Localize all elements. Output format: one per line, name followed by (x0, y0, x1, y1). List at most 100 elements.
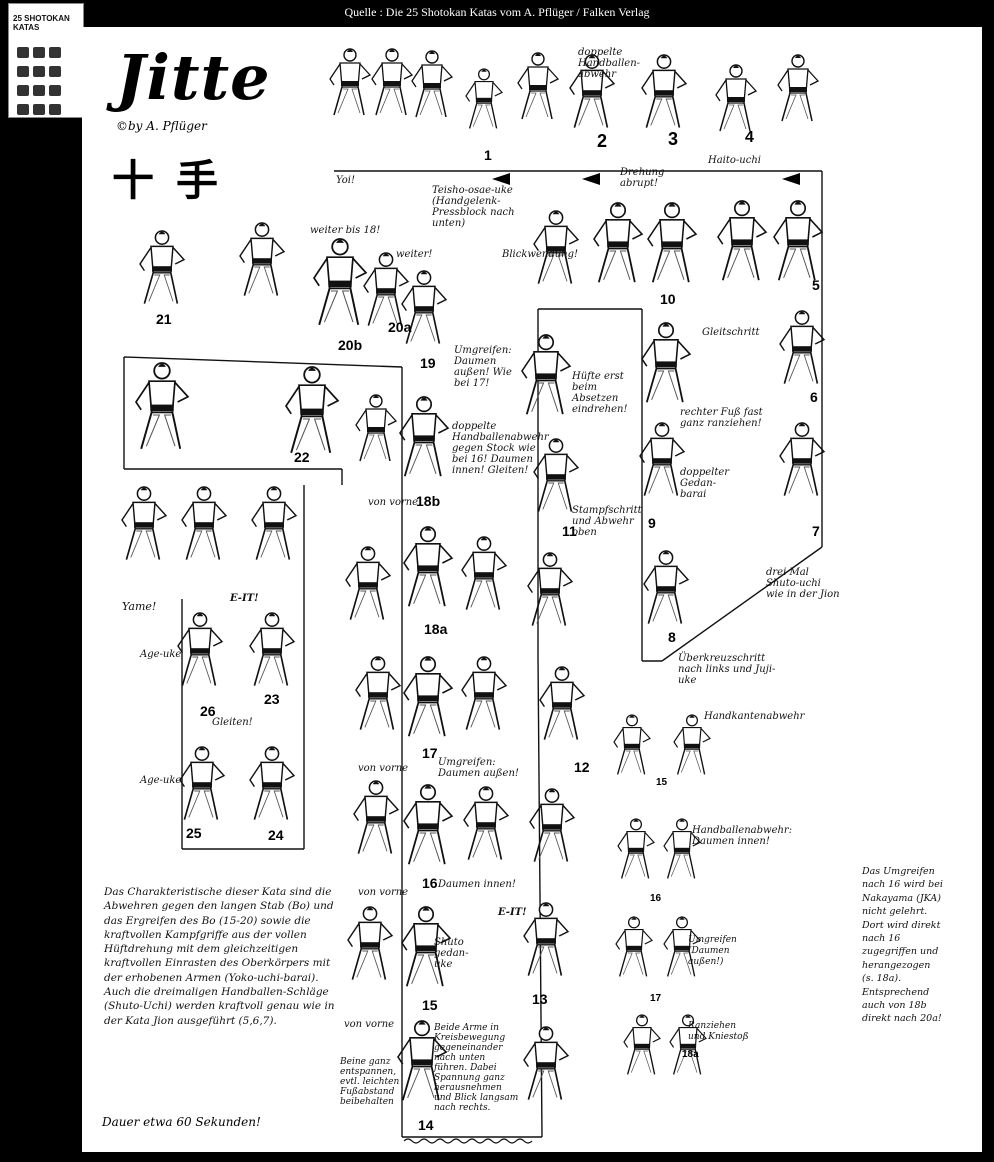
label-eit: E-IT! (230, 593, 258, 604)
label-beide-arme: Beide Arme in Kreisbewegung gegeneinande… (434, 1023, 520, 1113)
label-doppelte-18: doppelte Handballenabwehr gegen Stock wi… (452, 421, 548, 476)
karateka-figure (534, 211, 578, 284)
karateka-figure (778, 55, 818, 121)
move-number: 13 (532, 991, 548, 1007)
karateka-figure (372, 49, 412, 115)
karateka-figure (462, 537, 506, 610)
label-age-uke: Age-uke (140, 649, 181, 660)
label-shuto-gedan: Shuto gedan-uke (434, 937, 486, 970)
move-number: 18b (416, 493, 440, 509)
label-gedan: doppelter Gedan-barai (680, 467, 740, 500)
label-eit: E-IT! (498, 907, 526, 918)
label-blick: Blickwendung! (502, 249, 578, 260)
side-move-number: 18a (682, 1049, 699, 1060)
essay-text: Das Charakteristische dieser Kata sind d… (104, 885, 344, 1028)
karateka-figure (540, 667, 584, 740)
label-fuss: rechter Fuß fast ganz ranziehen! (680, 407, 766, 429)
move-number: 10 (660, 291, 676, 307)
karateka-figure (404, 657, 452, 736)
book-cover-thumbnail: 25 SHOTOKAN KATAS (8, 3, 84, 118)
move-number: 19 (420, 355, 436, 371)
label-drehung: Drehung abrupt! (620, 167, 672, 189)
label-von-vorne: von vorne (358, 887, 408, 898)
move-number: 25 (186, 825, 202, 841)
karateka-figure (524, 1027, 568, 1100)
karateka-figure (240, 223, 284, 296)
karateka-figure (462, 657, 506, 730)
label-ueberschlag: Überkreuzschritt nach links und Juji-uke (678, 653, 790, 686)
karateka-figure (412, 51, 452, 117)
direction-arrow (782, 173, 800, 185)
label-shuto-jion: drei Mal Shuto-uchi wie in der Jion (766, 567, 840, 600)
karateka-figure (182, 487, 226, 560)
move-number: 22 (294, 449, 310, 465)
karateka-figure (642, 323, 690, 402)
karateka-figure (780, 311, 824, 384)
karateka-figure (140, 231, 184, 304)
label-beine: Beine ganz entspannen, evtl. leichten Fu… (340, 1057, 400, 1107)
karateka-figure (356, 657, 400, 730)
label-ranziehen: Ranziehen und Kniestoß (688, 1021, 752, 1043)
karateka-figure (330, 49, 370, 115)
kata-sheet: Jitte ©by A. Pflüger 十手 1 2 3 4 5 6 7 8 … (82, 27, 982, 1152)
karateka-figure (616, 917, 652, 976)
label-yoi: Yoi! (336, 175, 355, 186)
move-number: 1 (484, 147, 492, 163)
karateka-figure (250, 747, 294, 820)
label-weiter: weiter! (396, 249, 432, 260)
label-umgreifen-17: Umgreifen: Daumen außen! (438, 757, 522, 779)
karateka-figure (522, 335, 570, 414)
karateka-figure (618, 819, 654, 878)
label-gleitschritt: Gleitschritt (702, 327, 760, 338)
label-stampf: Stampfschritt und Abwehr oben (572, 505, 634, 538)
move-number: 8 (668, 629, 676, 645)
label-yame: Yame! (122, 601, 156, 612)
karateka-figure (314, 239, 366, 325)
move-number: 5 (812, 277, 820, 293)
move-number: 6 (810, 389, 818, 405)
karateka-figure (356, 395, 396, 461)
karateka-figure (404, 527, 452, 606)
label-umgreifen-s: Umgreifen (Daumen außen!) (688, 935, 738, 968)
label-doppelte-top: doppelte Handballen-abwehr (578, 47, 660, 80)
direction-arrow (582, 173, 600, 185)
karateka-figure (774, 201, 822, 280)
karateka-figure (528, 553, 572, 626)
move-number: 16 (422, 875, 438, 891)
kata-byline: ©by A. Pflüger (116, 119, 207, 133)
cover-title: 25 SHOTOKAN KATAS (13, 14, 79, 32)
move-number: 12 (574, 759, 590, 775)
move-number: 3 (668, 129, 678, 150)
move-number: 7 (812, 523, 820, 539)
move-number: 20b (338, 337, 362, 353)
move-number: 24 (268, 827, 284, 843)
karateka-figure (250, 613, 294, 686)
karateka-figure (346, 547, 390, 620)
karateka-figure (404, 785, 452, 864)
note-umgreifen: Das Umgreifen nach 16 wird bei Nakayama … (862, 865, 944, 1026)
label-haito: Haito-uchi (708, 155, 761, 166)
direction-arrow (492, 173, 510, 185)
karateka-figure (594, 203, 642, 282)
karateka-figure (122, 487, 166, 560)
wavy-line (404, 1139, 532, 1143)
karateka-figure (286, 367, 338, 453)
label-handkanten: Handkantenabwehr (704, 711, 804, 722)
move-number: 18a (424, 621, 447, 637)
move-number: 9 (648, 515, 656, 531)
move-number: 15 (422, 997, 438, 1013)
duration-text: Dauer etwa 60 Sekunden! (102, 1115, 261, 1129)
label-umgreifen: Umgreifen: Daumen außen! Wie bei 17! (454, 345, 524, 389)
move-number: 14 (418, 1117, 434, 1133)
source-caption: Quelle : Die 25 Shotokan Katas vom A. Pf… (0, 5, 994, 20)
karateka-figure (364, 253, 408, 326)
karateka-figure (354, 781, 398, 854)
karateka-figure (718, 201, 766, 280)
label-daumen-innen: Daumen innen! (438, 879, 516, 890)
label-gleiten: Gleiten! (212, 717, 253, 728)
karateka-figure (252, 487, 296, 560)
karateka-figure (518, 53, 558, 119)
label-handballen: Handballenabwehr: Daumen innen! (692, 825, 772, 847)
karateka-figure (524, 903, 568, 976)
move-number: 17 (422, 745, 438, 761)
